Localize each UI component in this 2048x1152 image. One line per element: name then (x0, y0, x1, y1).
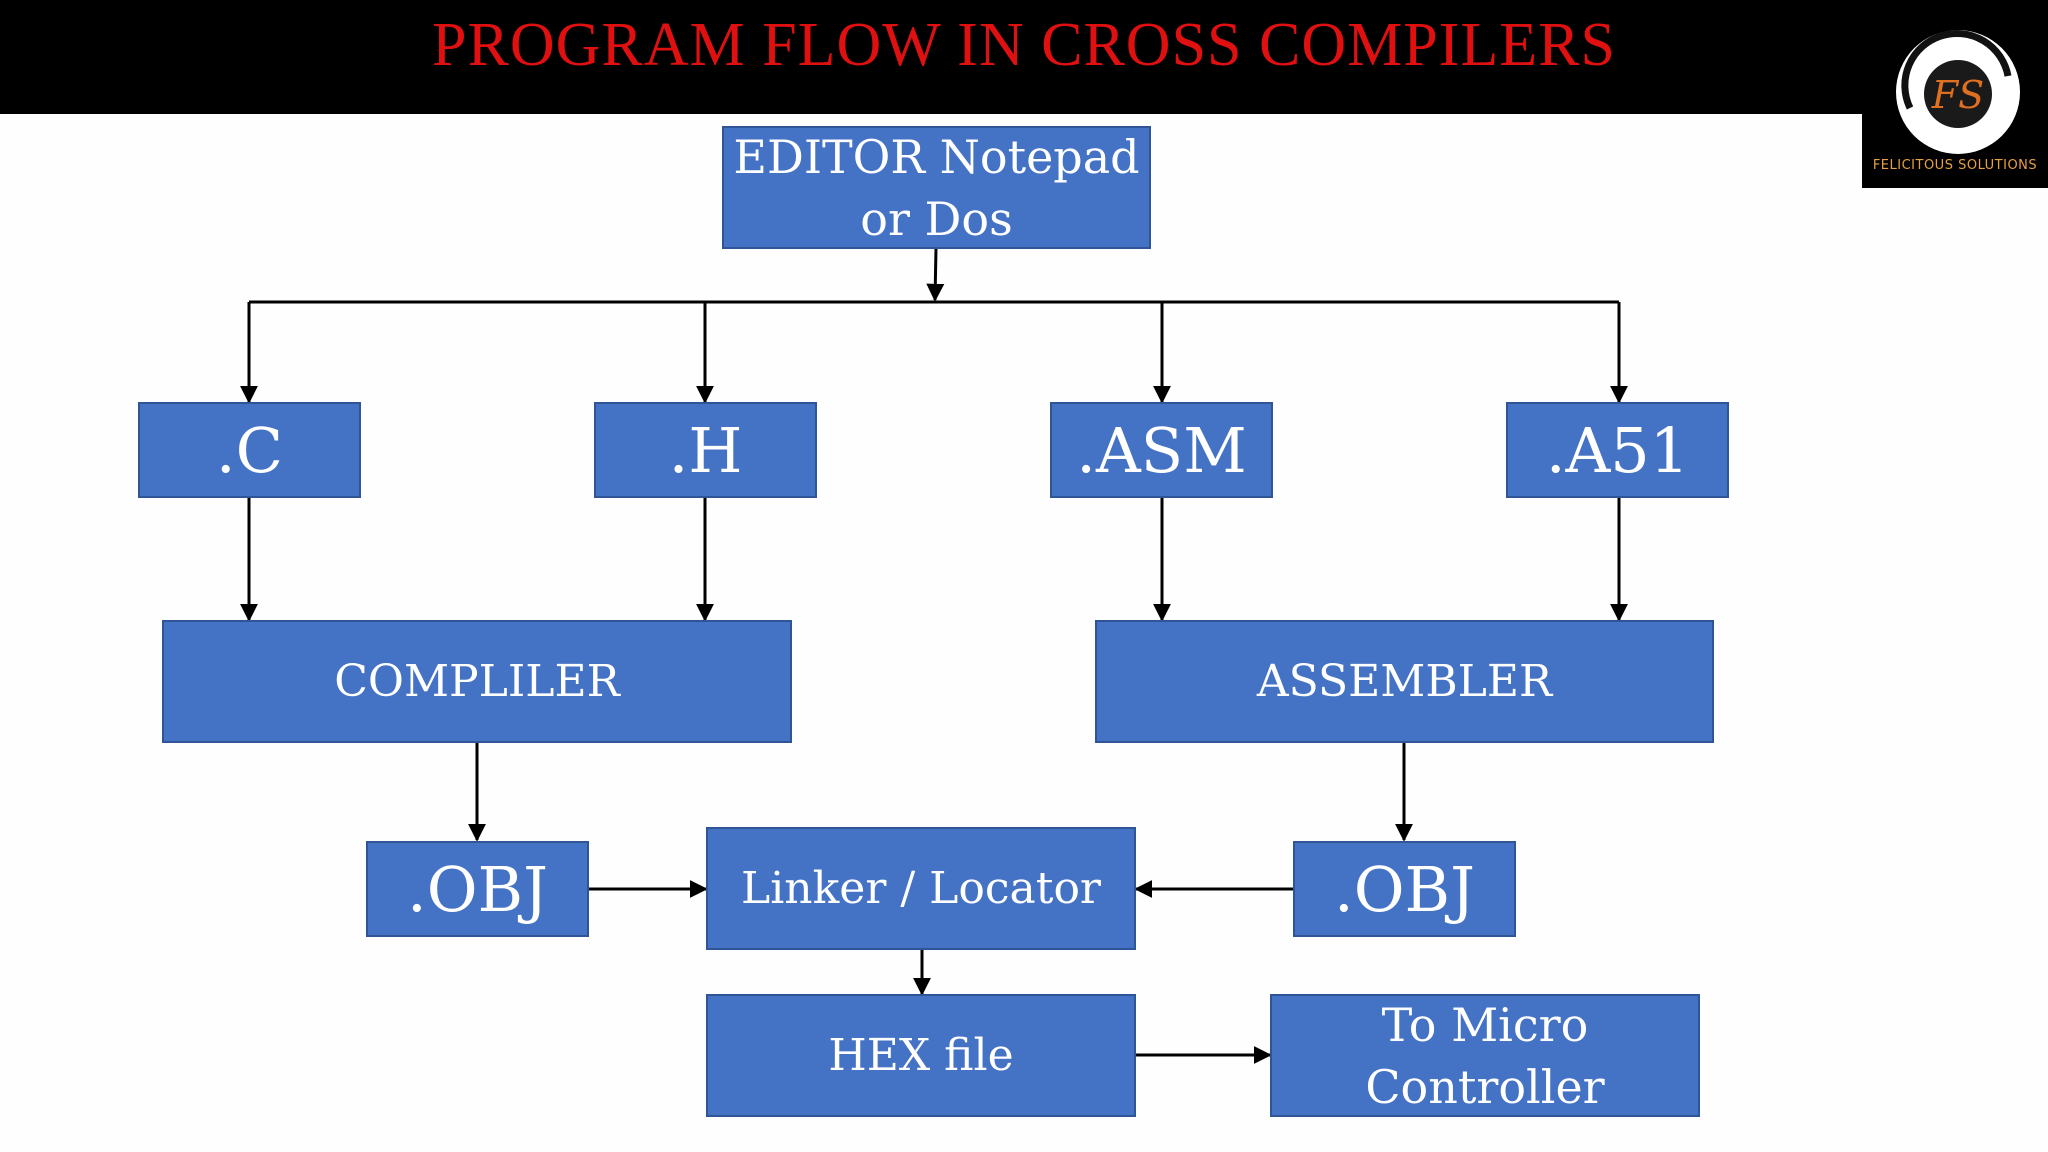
node-c-file: .C (138, 402, 361, 498)
node-editor: EDITOR Notepad or Dos (722, 126, 1151, 249)
node-compiler: COMPLILER (162, 620, 792, 743)
node-asm-file: .ASM (1050, 402, 1273, 498)
node-obj-right: .OBJ (1293, 841, 1516, 937)
logo-monogram: FS (1931, 73, 1984, 117)
node-hex-file: HEX file (706, 994, 1136, 1117)
node-obj-left: .OBJ (366, 841, 589, 937)
logo-brand-text: FELICITOUS SOLUTIONS (1872, 158, 2038, 173)
logo-brush-ring (1901, 30, 2012, 110)
logo-core (1924, 60, 1992, 128)
node-micro-controller: To Micro Controller (1270, 994, 1700, 1117)
arrow-editor-to-bus (926, 247, 945, 302)
logo-emblem: FS (1896, 30, 2020, 154)
node-a51-file: .A51 (1506, 402, 1729, 498)
header-bar (0, 0, 2048, 114)
node-assembler: ASSEMBLER (1095, 620, 1714, 743)
node-h-file: .H (594, 402, 817, 498)
page-title: PROGRAM FLOW IN CROSS COMPILERS (432, 11, 1616, 79)
node-linker-locator: Linker / Locator (706, 827, 1136, 950)
brand-logo: FS FELICITOUS SOLUTIONS (1862, 0, 2048, 188)
